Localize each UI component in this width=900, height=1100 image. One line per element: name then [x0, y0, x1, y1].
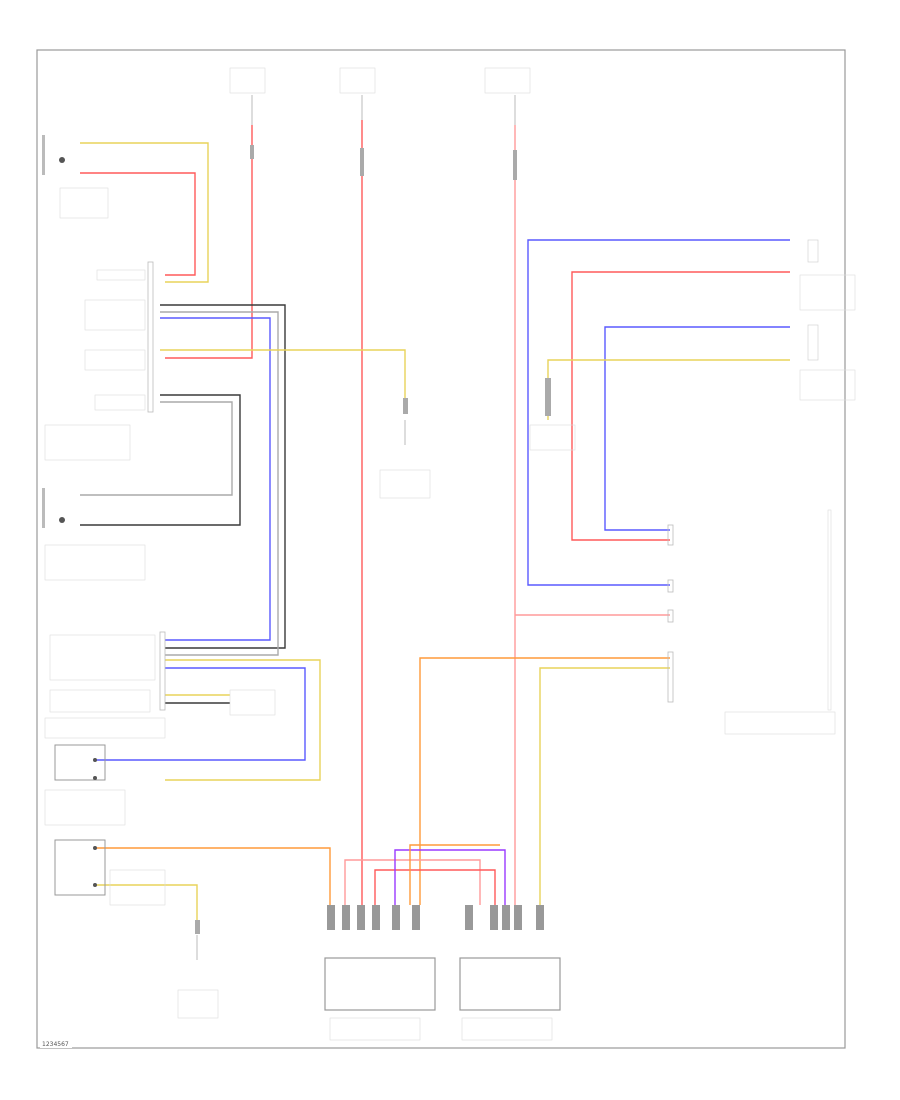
wire-yellow-lower-1	[539, 667, 670, 905]
wires	[80, 120, 790, 930]
ground-connector	[177, 920, 219, 1019]
left-headlight-connector	[42, 135, 109, 219]
wire-blue-lower	[95, 667, 306, 761]
left-module-terminals	[84, 261, 154, 413]
engine-module-2	[459, 905, 561, 1041]
wire-red-right	[571, 271, 790, 541]
wire-yellow-lower-2	[165, 659, 321, 781]
fuse-block-3	[484, 67, 531, 180]
fuse-block-2	[339, 67, 376, 176]
wire-red-fuse1	[165, 125, 253, 359]
wire-pink-cross	[344, 859, 481, 905]
wire-red-cross	[374, 869, 496, 905]
wire-black-1	[160, 304, 286, 649]
diagram-code: 1234567	[42, 1041, 69, 1048]
wire-orange-cross	[409, 844, 500, 905]
wire-blue-right-2	[604, 326, 790, 531]
wire-gray-2	[80, 401, 233, 496]
wire-black-2	[80, 394, 241, 526]
right-connectors	[529, 239, 856, 451]
wire-yellow-right	[547, 359, 790, 420]
fuse-block-1	[229, 67, 266, 159]
outside-temp-sensor	[44, 744, 126, 826]
center-sensor	[379, 398, 431, 499]
engine-sensor	[54, 839, 166, 906]
wire-yellow-hl-left	[80, 142, 209, 283]
wire-yellow-ground	[95, 884, 198, 930]
right-module-terminals	[667, 509, 836, 735]
wire-gray-1	[160, 311, 279, 656]
wire-orange-main	[419, 657, 670, 905]
wire-orange-temp	[95, 847, 331, 905]
right-headlight-connector	[42, 424, 146, 581]
diagram-frame	[36, 49, 846, 1049]
wire-purple-cross	[394, 849, 506, 905]
diagram-code-box	[40, 1040, 72, 1048]
engine-module-1	[324, 905, 436, 1041]
wire-blue-1	[160, 317, 271, 641]
wire-red-hl-left	[80, 172, 196, 276]
lower-left-module-terminals	[44, 631, 276, 739]
wire-yellow-sensor	[160, 349, 406, 410]
wire-blue-right-1	[527, 239, 790, 586]
